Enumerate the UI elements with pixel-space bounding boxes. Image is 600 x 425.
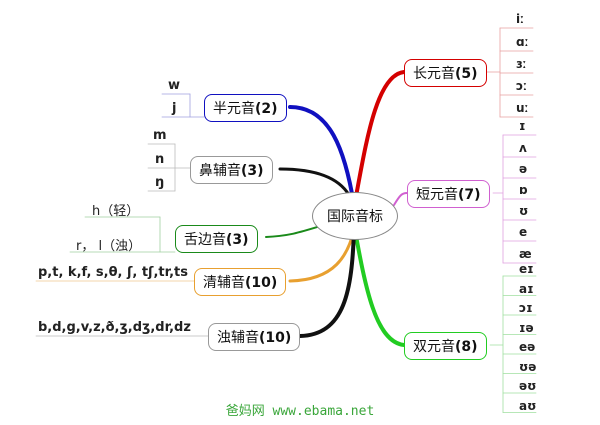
center-node[interactable]: 国际音标 (312, 192, 398, 240)
branch-semivowels[interactable]: 半元音(2) (204, 94, 287, 122)
leaf-long-vowel: ɑː (516, 35, 529, 49)
leaf-semivowel: w (168, 78, 181, 93)
connector-long-vowels (352, 70, 406, 209)
leaf-long-vowel: uː (516, 101, 529, 115)
leaf-diphthong: əʊ (519, 379, 537, 393)
branch-voiceless-consonants[interactable]: 清辅音(10) (194, 268, 287, 296)
leaf-diphthong: eə (519, 340, 536, 354)
branch-count: (10) (259, 330, 292, 346)
leaf-voiceless: p,t, k,f, s,θ, ʃ, tʃ,tr,ts (38, 265, 189, 280)
leaf-diphthong: eɪ (519, 262, 534, 276)
leaf-diphthong: ɪə (519, 320, 534, 335)
branch-count: (7) (458, 187, 481, 203)
branch-label: 双元音 (413, 339, 455, 355)
branch-diphthongs[interactable]: 双元音(8) (404, 332, 487, 360)
connector-nasals (278, 167, 351, 197)
connector-laterals (265, 224, 325, 238)
leaf-long-vowel: ɜː (516, 57, 527, 71)
branch-voiced-consonants[interactable]: 浊辅音(10) (208, 323, 301, 351)
leaf-semivowel: j (172, 101, 177, 116)
branch-count: (8) (455, 339, 478, 355)
branch-long-vowels[interactable]: 长元音(5) (404, 59, 487, 87)
leaf-nasal: ŋ (155, 175, 165, 190)
leaf-diphthong: aɪ (519, 281, 534, 296)
leaf-lateral: r， l（浊） (76, 239, 142, 254)
leaf-long-vowel: ɔː (516, 79, 528, 93)
leaf-short-vowel: æ (519, 247, 532, 261)
branch-laterals[interactable]: 舌边音(3) (175, 225, 258, 253)
leaf-short-vowel: ʌ (519, 141, 527, 155)
branch-label: 半元音 (213, 101, 255, 117)
connector-short-vowels (393, 192, 408, 206)
center-label: 国际音标 (327, 209, 383, 225)
leaf-long-vowel: iː (516, 12, 525, 26)
branch-count: (3) (241, 163, 264, 179)
leaf-short-vowel: ə (519, 162, 528, 176)
leaf-short-vowel: e (519, 225, 528, 239)
branch-label: 清辅音 (203, 275, 245, 291)
connector-semivowels (288, 105, 356, 207)
branch-label: 鼻辅音 (199, 163, 241, 179)
leaf-short-vowel: ʊ (519, 204, 529, 218)
branch-count: (5) (455, 66, 478, 82)
leaf-nasal: n (155, 152, 165, 167)
branch-count: (2) (255, 101, 278, 117)
leaf-diphthong: ɔɪ (519, 301, 533, 315)
leaf-lateral: h（轻） (92, 204, 140, 219)
branch-count: (3) (226, 232, 249, 248)
connector-diphthongs (352, 223, 406, 347)
branch-short-vowels[interactable]: 短元音(7) (407, 180, 490, 208)
branch-label: 长元音 (413, 66, 455, 82)
branch-label: 浊辅音 (217, 330, 259, 346)
leaf-diphthong: ʊə (519, 359, 537, 374)
branch-nasals[interactable]: 鼻辅音(3) (190, 156, 273, 184)
branch-label: 舌边音 (184, 232, 226, 248)
leaf-diphthong: aʊ (519, 398, 537, 413)
footer-watermark: 爸妈网 www.ebama.net (225, 404, 375, 419)
leaf-nasal: m (153, 128, 167, 143)
leaf-short-vowel: ɒ (519, 183, 528, 197)
leaf-voiced: b,d,g,v,z,ð,ʒ,dʒ,dr,dz (38, 320, 191, 335)
connector-voiced (298, 228, 356, 338)
branch-label: 短元音 (416, 187, 458, 203)
branch-count: (10) (245, 275, 278, 291)
leaf-short-vowel: ɪ (519, 119, 526, 133)
